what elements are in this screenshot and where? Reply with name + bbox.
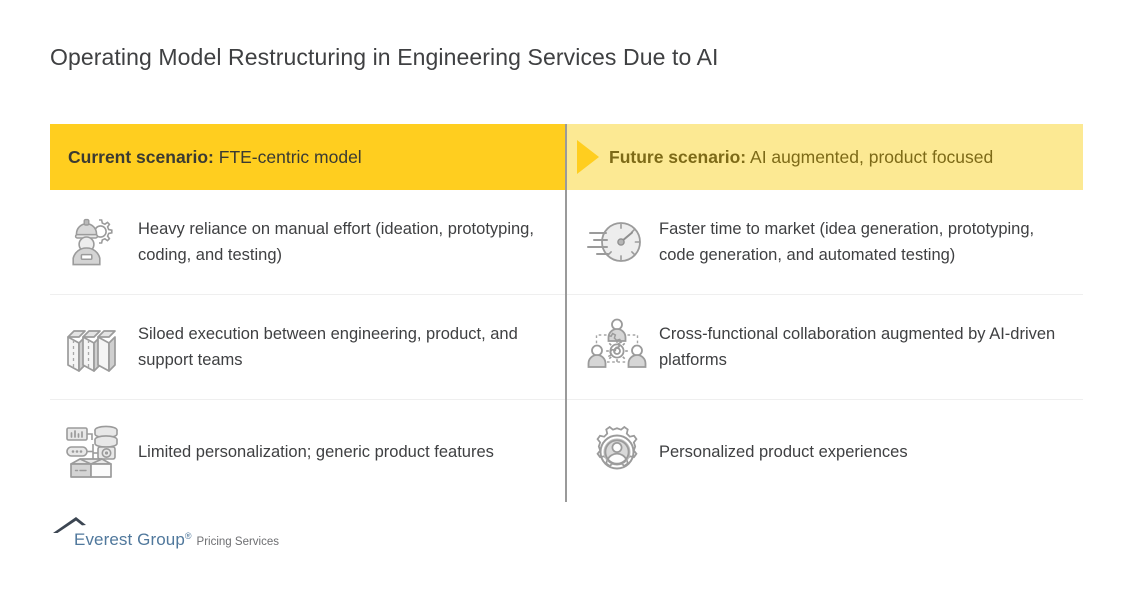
comparison-row: Heavy reliance on manual effort (ideatio…: [50, 190, 1083, 294]
comparison-body: Heavy reliance on manual effort (ideatio…: [50, 190, 1083, 504]
list-item: Siloed execution between engineering, pr…: [50, 295, 565, 399]
list-item-text: Limited personalization; generic product…: [138, 443, 494, 461]
column-header-current-text: Current scenario: FTE-centric model: [68, 147, 362, 168]
list-item-text: Siloed execution between engineering, pr…: [138, 325, 518, 369]
collaboration-gear-icon: [587, 318, 647, 368]
personalized-gear-user-icon: [596, 425, 638, 470]
column-header-current: Current scenario: FTE-centric model: [50, 124, 565, 190]
column-header-future-value: AI augmented, product focused: [750, 146, 994, 167]
list-item-text: Personalized product experiences: [659, 443, 908, 461]
list-item-text: Faster time to market (idea generation, …: [659, 220, 1035, 264]
everest-group-logo: Everest Group ® Pricing Services: [52, 516, 279, 550]
list-item: Cross-functional collaboration augmented…: [567, 295, 1083, 399]
comparison-header-row: Current scenario: FTE-centric model Futu…: [50, 124, 1083, 190]
mountain-peak-icon: [53, 517, 86, 533]
column-header-future-text: Future scenario: AI augmented, product f…: [609, 147, 993, 168]
column-header-current-value: FTE-centric model: [218, 146, 362, 167]
list-item: Limited personalization; generic product…: [50, 400, 565, 504]
list-item: Personalized product experiences: [567, 400, 1083, 504]
list-item: Faster time to market (idea generation, …: [567, 190, 1083, 294]
logo-wordmark: Everest Group ® Pricing Services: [74, 530, 279, 550]
silos-icon: [67, 330, 116, 372]
list-item-text: Cross-functional collaboration augmented…: [659, 325, 1056, 369]
page-title: Operating Model Restructuring in Enginee…: [50, 44, 719, 70]
column-header-future: Future scenario: AI augmented, product f…: [567, 124, 1083, 190]
comparison-row: Siloed execution between engineering, pr…: [50, 294, 1083, 399]
comparison-table: Current scenario: FTE-centric model Futu…: [50, 124, 1083, 502]
logo-brand: Everest Group: [74, 530, 185, 549]
arrow-right-icon: [577, 140, 599, 174]
logo-registered-mark: ®: [184, 531, 192, 541]
engineer-gear-icon: [72, 218, 113, 266]
list-item: Heavy reliance on manual effort (ideatio…: [50, 190, 565, 294]
list-item-text: Heavy reliance on manual effort (ideatio…: [138, 220, 534, 264]
logo-tagline: Pricing Services: [196, 536, 279, 548]
column-divider: [565, 124, 567, 502]
speedometer-icon: [587, 222, 641, 262]
column-header-current-label: Current scenario:: [68, 146, 214, 167]
column-header-future-label: Future scenario:: [609, 146, 747, 167]
generic-product-box-icon: [66, 425, 118, 478]
